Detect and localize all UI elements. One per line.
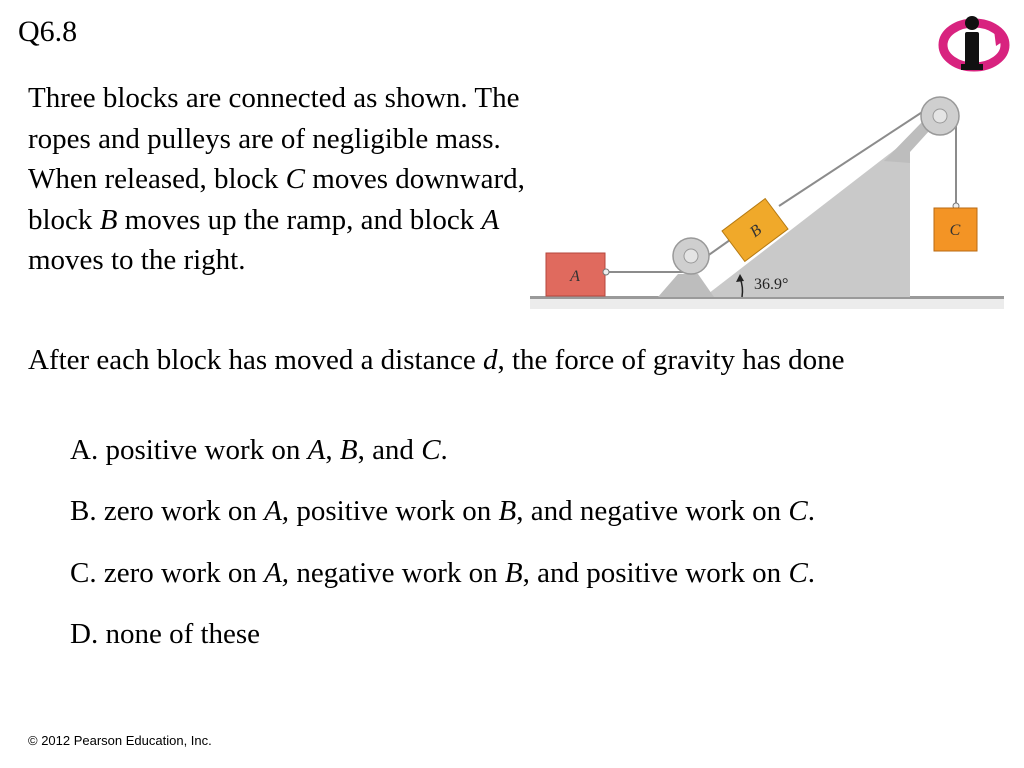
block-a — [545, 252, 606, 297]
block-c — [933, 207, 978, 252]
copyright-notice: © 2012 Pearson Education, Inc. — [28, 733, 212, 748]
rope-b-upper — [778, 104, 934, 207]
block-a-label: A — [569, 268, 580, 285]
answer-option-c[interactable]: C. zero work on A, negative work on B, a… — [70, 557, 816, 589]
block-c-label: C — [950, 222, 961, 239]
angle-label: 36.9° — [754, 276, 788, 293]
info-logo-icon — [938, 16, 1010, 72]
question-number: Q6.8 — [18, 15, 78, 48]
blocks-ramp-figure: A B C 36.9° — [530, 96, 1004, 309]
block-b: B — [721, 197, 789, 263]
ground-shadow — [530, 299, 1004, 309]
question-prompt: After each block has moved a distance d,… — [28, 344, 845, 376]
answer-option-d[interactable]: D. none of these — [70, 618, 261, 650]
answer-option-b[interactable]: B. zero work on A, positive work on B, a… — [70, 495, 816, 527]
left-pulley-stand — [658, 274, 714, 297]
answer-option-a[interactable]: A. positive work on A, B, and C. — [70, 434, 448, 466]
ground-line — [530, 296, 1004, 299]
ramp — [704, 138, 910, 297]
top-pulley-bracket — [884, 122, 930, 163]
question-stem: Three blocks are connected as shown. The… — [28, 82, 525, 276]
